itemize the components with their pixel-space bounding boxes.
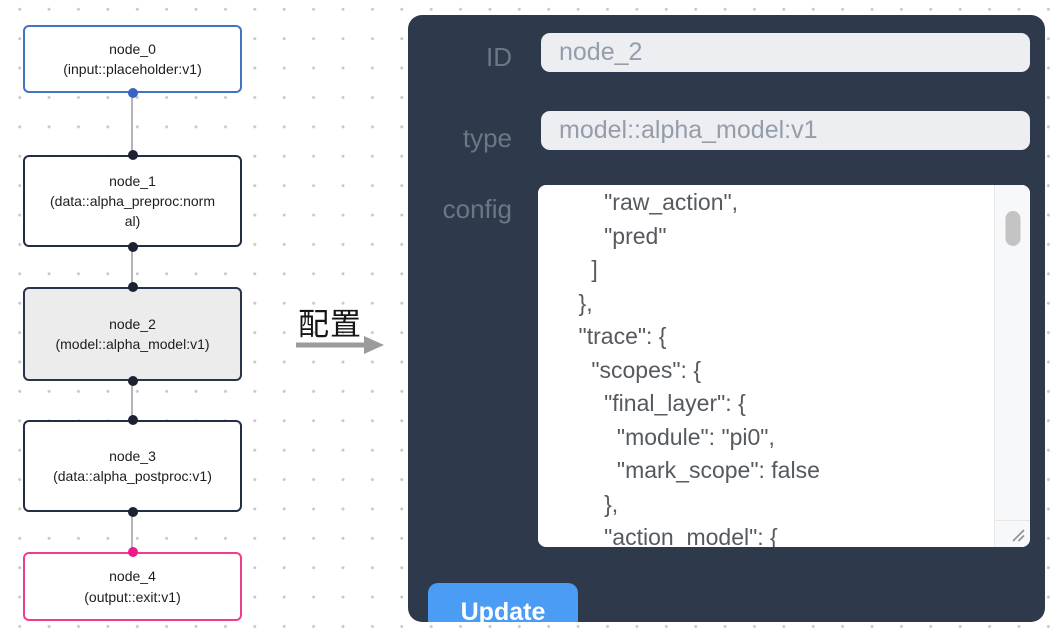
node-node_4[interactable]: node_4 (output::exit:v1) xyxy=(23,547,242,621)
node_3-target-handle[interactable] xyxy=(127,415,138,425)
node_1-source-handle[interactable] xyxy=(127,242,138,252)
node-type-label: (output::exit:v1) xyxy=(84,588,181,605)
config-textarea[interactable]: "raw_action", "pred" ] }, "trace": { "sc… xyxy=(538,185,1030,547)
node-type-label: (model::alpha_model:v1) xyxy=(55,336,210,352)
node-node_3[interactable]: node_3 (data::alpha_postproc:v1) xyxy=(23,415,242,517)
node_4-target-handle[interactable] xyxy=(127,547,138,557)
node_3-source-handle[interactable] xyxy=(127,507,138,517)
scrollbar-thumb[interactable] xyxy=(1005,211,1020,246)
node-type-label: (input::placeholder:v1) xyxy=(63,61,202,77)
id-label: ID xyxy=(486,42,512,72)
resize-grip-icon xyxy=(1012,529,1025,542)
node-node_1[interactable]: node_1 (data::alpha_preproc:normal) xyxy=(23,150,242,252)
type-label: type xyxy=(462,123,512,153)
node-title: node_4 xyxy=(109,568,156,585)
resize-handle[interactable] xyxy=(995,520,1030,547)
node-title: node_0 xyxy=(109,40,156,57)
config-label: config xyxy=(442,194,512,224)
type-input[interactable]: model::alpha_model:v1 xyxy=(541,111,1030,150)
configure-label: 配置 xyxy=(298,307,362,342)
node-title: node_1 xyxy=(109,172,156,189)
update-button[interactable]: Update xyxy=(428,583,578,622)
scrollbar-track[interactable] xyxy=(994,185,1030,547)
config-json-content: "raw_action", "pred" ] }, "trace": { "sc… xyxy=(578,189,820,547)
node_1-target-handle[interactable] xyxy=(127,150,138,160)
config-panel: ID node_2 type model::alpha_model:v1 con… xyxy=(408,15,1045,622)
node-node_2-selected[interactable]: node_2 (model::alpha_model:v1) xyxy=(23,282,242,386)
id-input[interactable]: node_2 xyxy=(541,33,1030,72)
node-type-label: (data::alpha_preproc:normal) xyxy=(50,192,215,230)
node-node_0[interactable]: node_0 (input::placeholder:v1) xyxy=(23,25,242,98)
node_2-target-handle[interactable] xyxy=(127,282,138,292)
node_2-source-handle[interactable] xyxy=(127,376,138,386)
node-type-label: (data::alpha_postproc:v1) xyxy=(53,468,212,484)
node-title: node_2 xyxy=(109,315,156,332)
node-title: node_3 xyxy=(109,447,156,464)
right-arrow-icon xyxy=(296,336,384,354)
node_0-source-handle[interactable] xyxy=(127,88,138,98)
